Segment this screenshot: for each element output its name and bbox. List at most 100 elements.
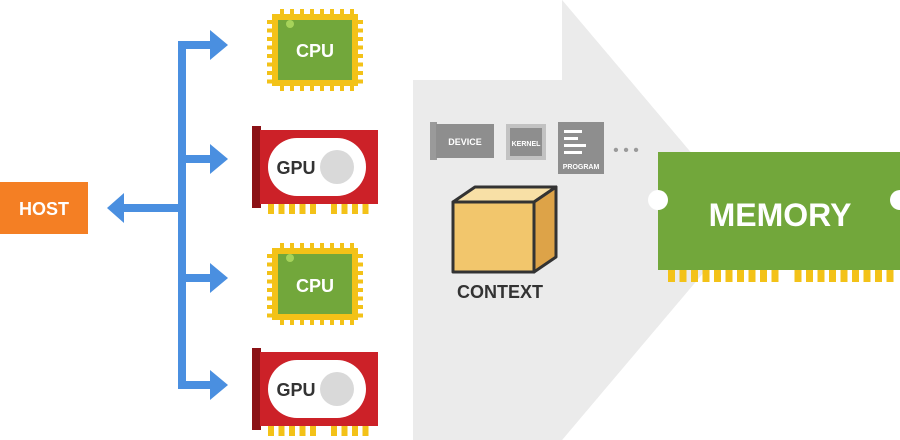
chip-pin (278, 204, 285, 214)
gpu-card-2: GPU (252, 348, 378, 430)
chip-pin (341, 426, 348, 436)
chip-pin (863, 270, 871, 282)
gpu-label: GPU (276, 380, 315, 400)
chip-pin (340, 243, 344, 248)
chip-pin (341, 204, 348, 214)
chip-pin (320, 243, 324, 248)
chip-pin (289, 426, 295, 436)
chip-pin (358, 279, 363, 284)
chip-pin (358, 313, 363, 318)
chip-pin (702, 270, 710, 282)
gpu-card-1: GPU (252, 126, 378, 208)
memory-stick: MEMORY (648, 152, 900, 270)
chip-pin (362, 426, 369, 436)
more-items-ellipsis: • • • (613, 142, 639, 159)
chip-pin (267, 262, 272, 267)
chip-pin (886, 270, 894, 282)
chip-pin (280, 243, 284, 248)
context-panel-shape (413, 0, 748, 440)
context-cube-icon (451, 185, 558, 274)
chip-pin (794, 270, 802, 282)
device-label: DEVICE (448, 137, 482, 147)
chip-pin (829, 270, 836, 282)
chip-pin (358, 71, 363, 75)
chip-pin (330, 243, 334, 248)
context-device-chip: DEVICE (430, 122, 494, 160)
chip-pin (299, 426, 306, 436)
chip-pin (310, 320, 314, 325)
chip-pin (299, 204, 306, 214)
host-bus-arrows (107, 30, 228, 400)
chip-pin (358, 79, 363, 84)
chip-pin (267, 296, 272, 301)
chip-pin (340, 320, 344, 325)
chip-pin (268, 426, 274, 436)
chip-pin (330, 86, 334, 91)
chip-pin (358, 37, 363, 41)
chip-pin (300, 243, 304, 248)
chip-pin (310, 426, 316, 436)
host-label: HOST (19, 199, 69, 219)
chip-pin (340, 86, 344, 91)
chip-pin (725, 270, 733, 282)
chip-pin (352, 204, 358, 214)
chip-pin (289, 204, 295, 214)
chip-pin (840, 270, 848, 282)
chip-pin (737, 270, 744, 282)
context-label: CONTEXT (457, 282, 543, 302)
chip-pin (267, 254, 272, 258)
chip-pin (668, 270, 675, 282)
chip-pin (290, 86, 294, 91)
chip-pin (310, 86, 314, 91)
chip-pin (331, 426, 337, 436)
chip-pin (875, 270, 882, 282)
chip-pin (280, 9, 284, 14)
chip-pin (358, 296, 363, 301)
chip-pin (320, 9, 324, 14)
chip-pin (340, 9, 344, 14)
chip-pin (358, 254, 363, 258)
chip-pin (350, 9, 354, 14)
cpu-chip-2: CPU (272, 248, 358, 320)
chip-pin (290, 9, 294, 14)
chip-pin (310, 204, 316, 214)
chip-pin (267, 305, 272, 309)
chip-pin (290, 320, 294, 325)
chip-pin (358, 288, 363, 292)
chip-pin (358, 45, 363, 50)
chip-pin (267, 37, 272, 41)
chip-pin (760, 270, 767, 282)
chip-pin (330, 9, 334, 14)
chip-pin (267, 54, 272, 58)
chip-pin (267, 313, 272, 318)
chip-pin (267, 28, 272, 33)
chip-pin (267, 45, 272, 50)
chip-pin (350, 320, 354, 325)
chip-pin (330, 320, 334, 325)
chip-pin (358, 20, 363, 24)
gpu-label: GPU (276, 158, 315, 178)
chip-pin (691, 270, 698, 282)
chip-pin (714, 270, 721, 282)
chip-pin (358, 271, 363, 275)
chip-pin (267, 288, 272, 292)
chip-pin (358, 305, 363, 309)
chip-pin (350, 243, 354, 248)
context-program-doc: PROGRAM (558, 122, 604, 174)
chip-pin (267, 271, 272, 275)
cpu-label: CPU (296, 41, 334, 61)
chip-pin (320, 320, 324, 325)
chip-pin (267, 279, 272, 284)
chip-pin (679, 270, 687, 282)
chip-pins (267, 9, 894, 436)
host-box: HOST (0, 182, 88, 234)
chip-pin (771, 270, 779, 282)
chip-pin (300, 86, 304, 91)
chip-pin (748, 270, 756, 282)
chip-pin (358, 28, 363, 33)
chip-pin (350, 86, 354, 91)
chip-pin (358, 62, 363, 67)
chip-pin (268, 204, 274, 214)
chip-pin (320, 86, 324, 91)
chip-pin (267, 71, 272, 75)
